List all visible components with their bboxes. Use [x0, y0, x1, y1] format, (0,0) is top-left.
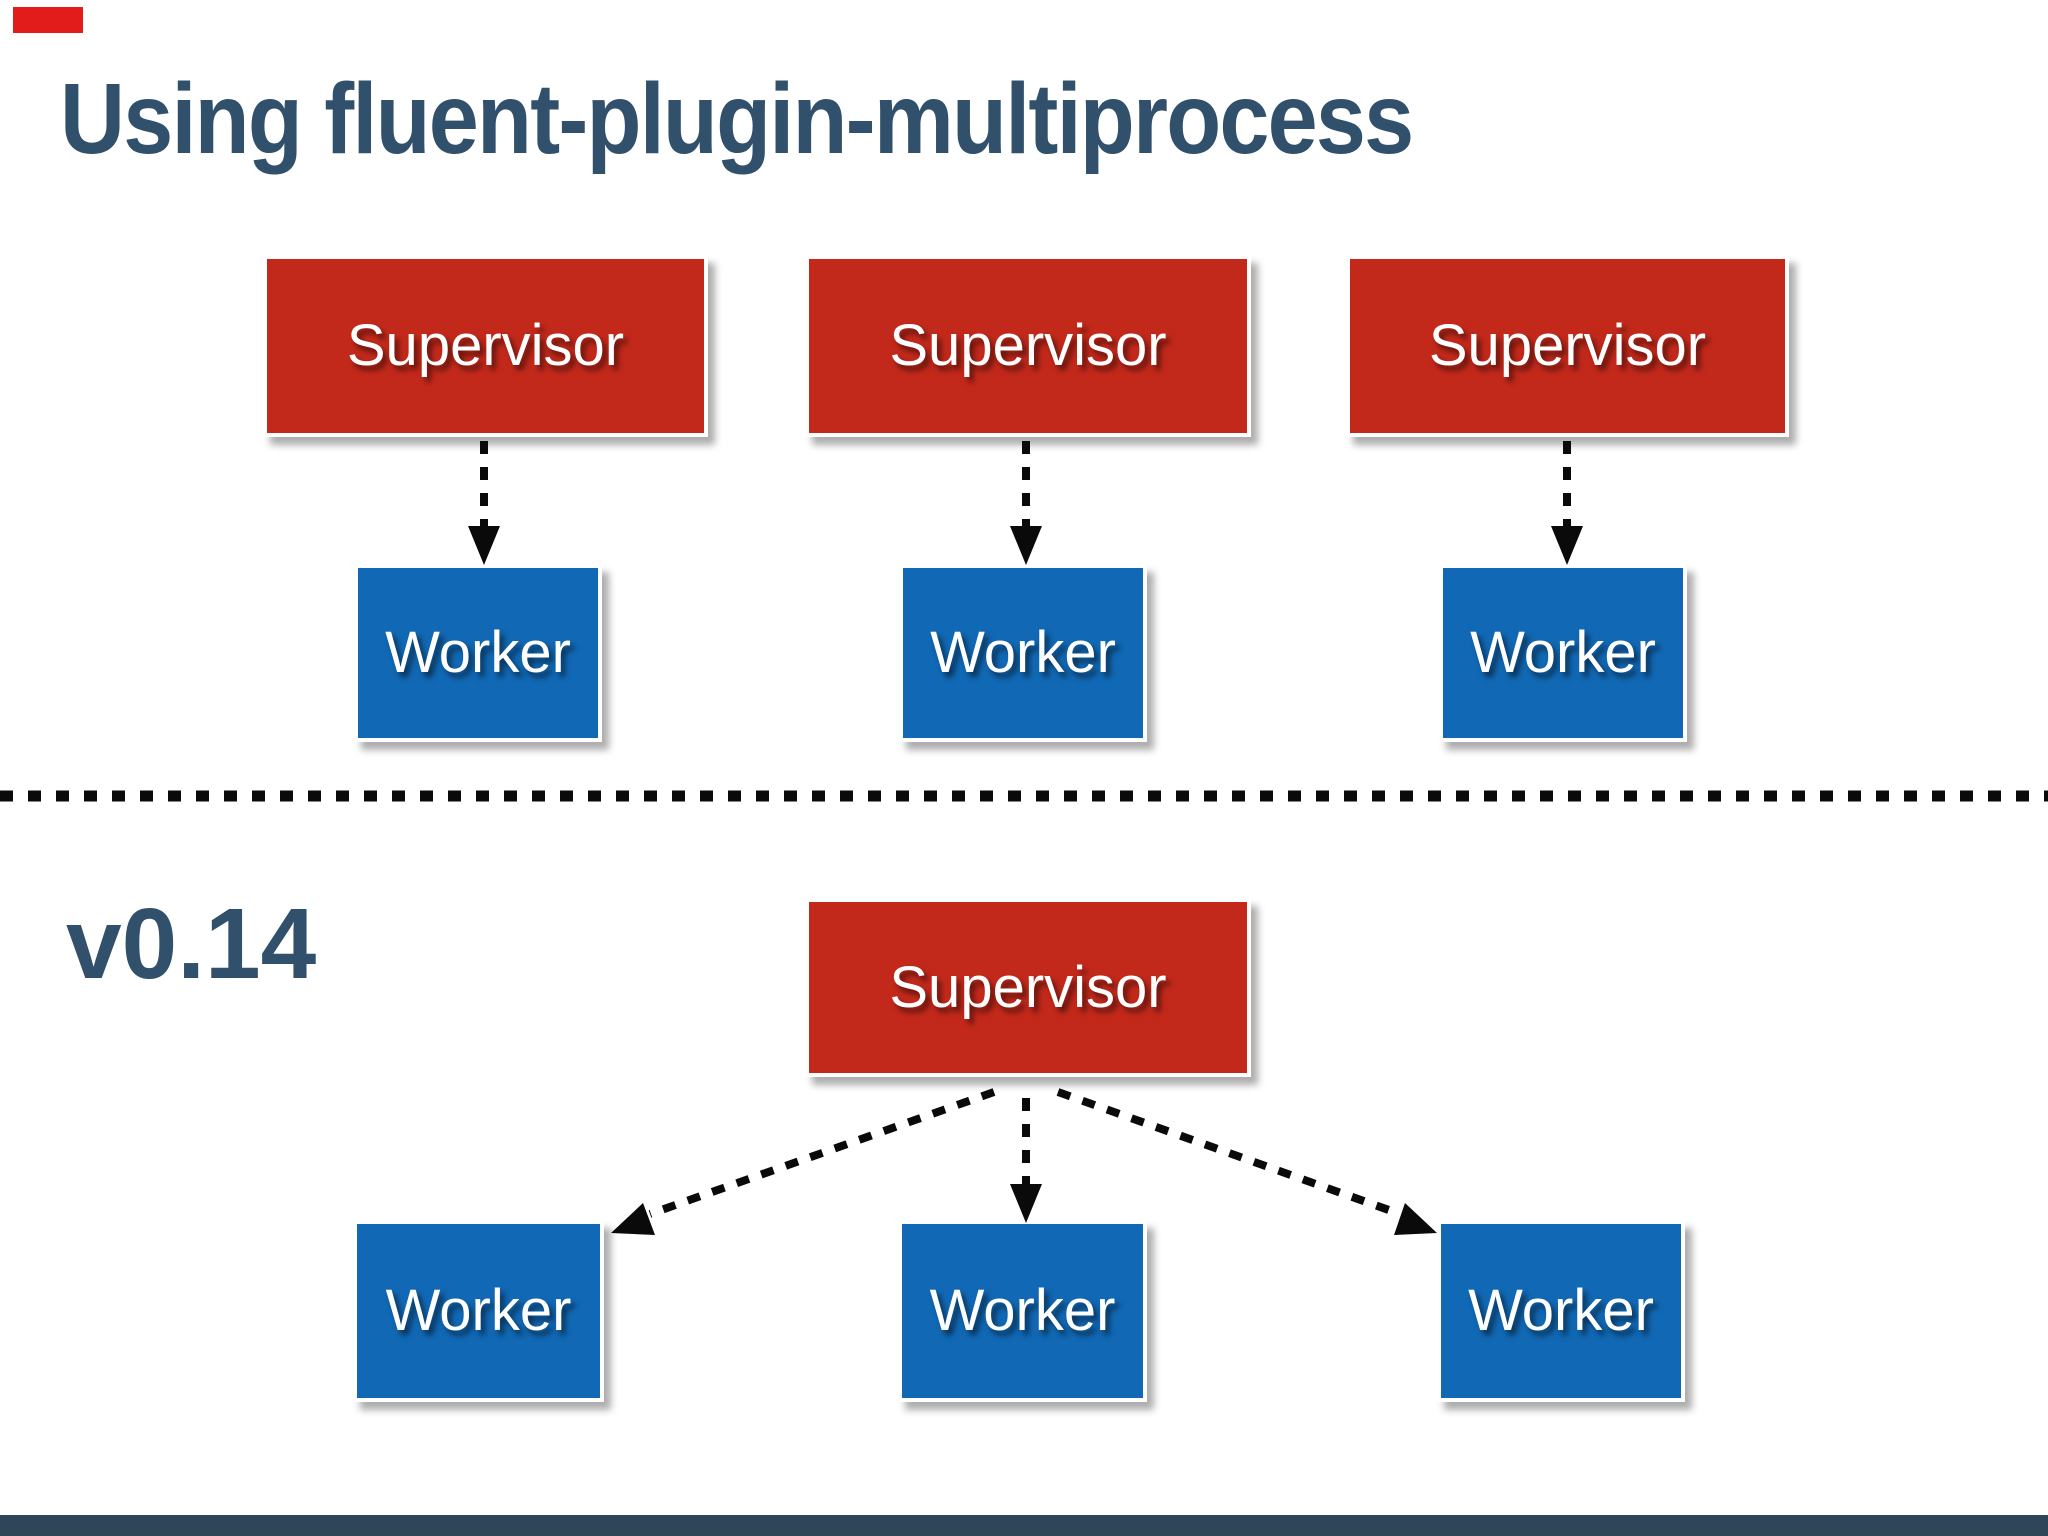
worker-box-3: Worker	[1439, 564, 1687, 742]
supervisor-label: Supervisor	[889, 313, 1167, 378]
worker-box-2: Worker	[899, 564, 1147, 742]
supervisor-label: Supervisor	[1428, 313, 1707, 378]
supervisor-box-2: Supervisor	[805, 255, 1251, 437]
supervisor-label: Supervisor	[889, 954, 1167, 1020]
worker-box-bottom-1: Worker	[353, 1220, 604, 1402]
footer-bar	[0, 1515, 2048, 1536]
red-corner-mark	[13, 7, 83, 33]
dashed-arrow-down-1	[468, 441, 500, 565]
worker-box-1: Worker	[354, 564, 602, 742]
worker-box-bottom-3: Worker	[1437, 1220, 1685, 1402]
dashed-arrow-fan-left	[611, 1088, 996, 1235]
dashed-arrow-fan-center	[1010, 1098, 1042, 1223]
supervisor-box-3: Supervisor	[1346, 255, 1789, 437]
supervisor-box-1: Supervisor	[263, 255, 708, 437]
worker-label: Worker	[1470, 620, 1656, 685]
slide-title: Using fluent-plugin-multiprocess	[60, 63, 1414, 175]
supervisor-box-bottom: Supervisor	[805, 898, 1251, 1077]
worker-label: Worker	[385, 1278, 572, 1343]
dashed-arrow-fan-right	[1056, 1088, 1437, 1235]
worker-label: Worker	[929, 1278, 1116, 1343]
worker-label: Worker	[1468, 1278, 1654, 1343]
worker-box-bottom-2: Worker	[898, 1220, 1147, 1402]
supervisor-label: Supervisor	[346, 313, 625, 378]
dashed-arrow-down-2	[1010, 441, 1042, 565]
dashed-arrow-down-3	[1551, 441, 1583, 565]
worker-label: Worker	[385, 620, 571, 685]
version-label: v0.14	[66, 888, 317, 1000]
worker-label: Worker	[930, 620, 1116, 685]
